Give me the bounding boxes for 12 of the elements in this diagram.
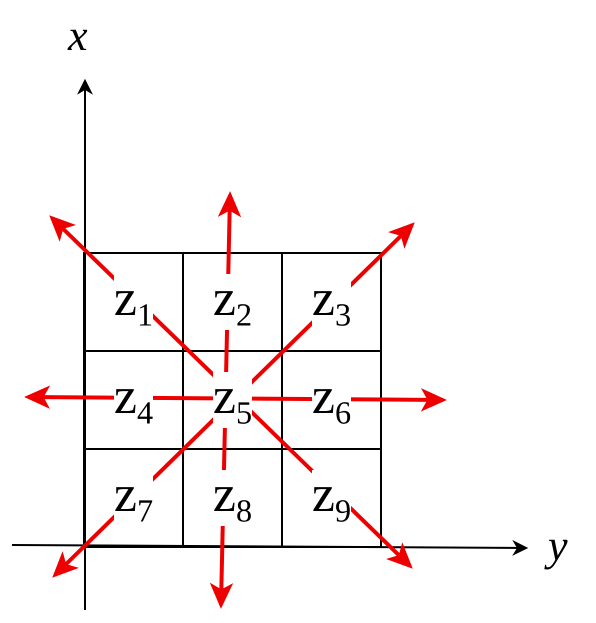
grid-cell [283,450,382,548]
axis-label: x [68,14,88,58]
grid-cell [85,450,184,548]
cell-label: z$_{8}$ [212,470,252,526]
grid-cell [85,352,184,450]
grid-cell [283,352,382,450]
cell-label: z$_{5}$ [212,372,252,428]
grid-cell [85,254,184,352]
grid-cell [184,352,283,450]
cell-label: z$_{2}$ [212,274,252,330]
grid-cell [184,254,283,352]
grid-cell [184,450,283,548]
